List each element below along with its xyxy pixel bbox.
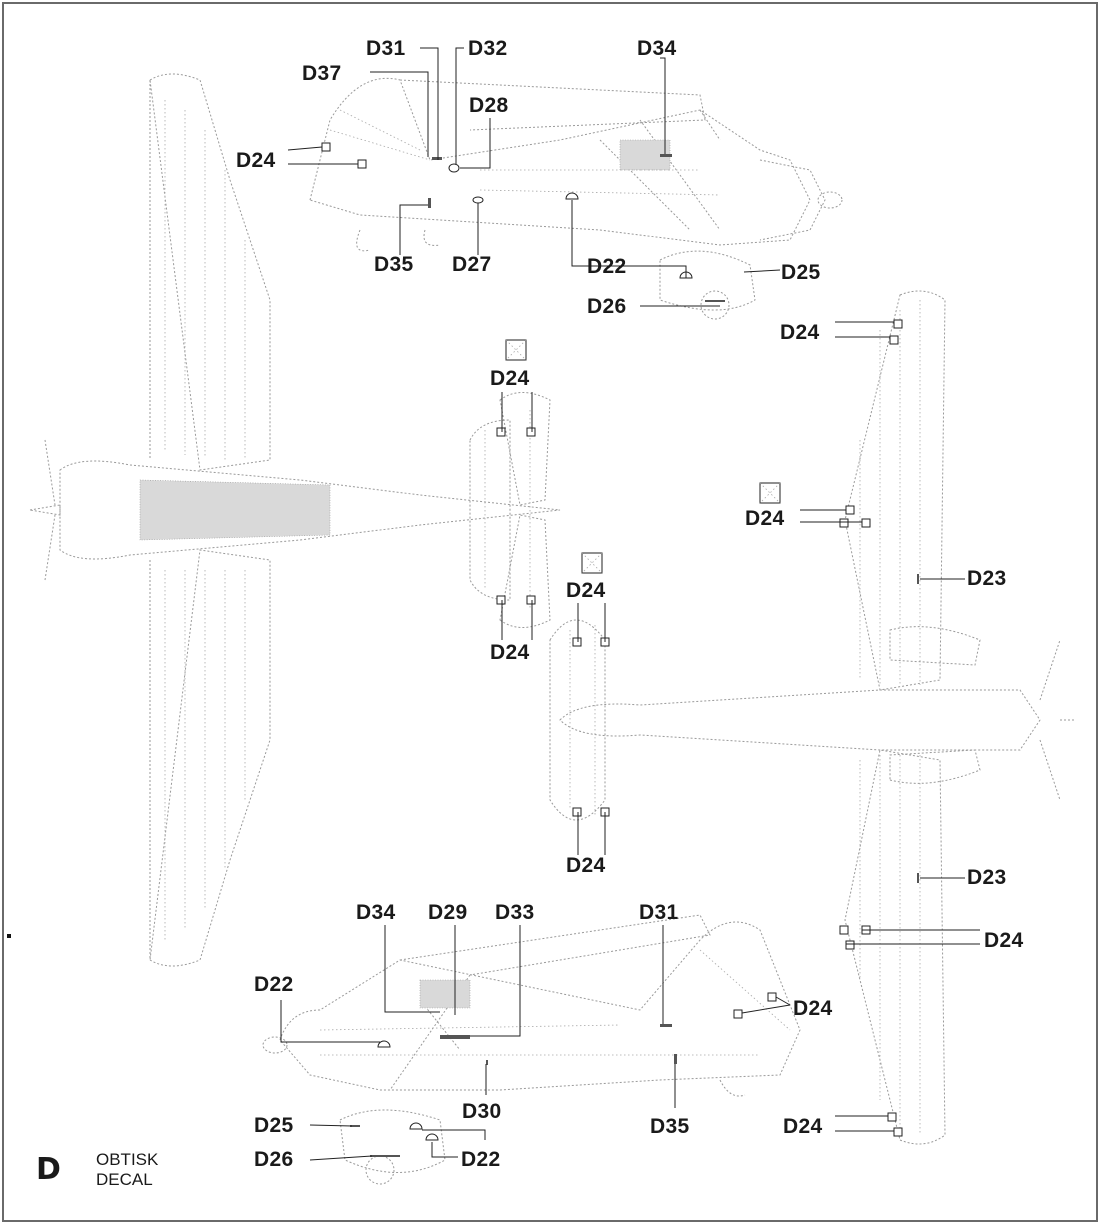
label-d23-upper: D23 [967,567,1007,590]
leader-lines [280,47,980,1161]
label-d22-bottom: D22 [254,973,294,996]
label-d24-stab-top: D24 [490,367,530,390]
legend-letter: D [36,1152,61,1187]
label-d32: D32 [468,37,508,60]
label-d24-tail-lower: D24 [566,854,606,877]
legend-obtisk: OBTISK [96,1150,159,1169]
label-d26-top: D26 [587,295,627,318]
label-d24-wing-lower: D24 [984,929,1024,952]
label-d33: D33 [495,901,535,924]
label-d22-top: D22 [587,255,627,278]
label-d31-bottom: D31 [639,901,679,924]
label-d23-lower: D23 [967,866,1007,889]
label-d35-top: D35 [374,253,414,276]
label-d26-bottom: D26 [254,1148,294,1171]
label-d24-tail-bottom: D24 [793,997,833,1020]
label-d24-tail-top: D24 [236,149,276,172]
label-d24-wing-tip: D24 [783,1115,823,1138]
label-d34-bottom: D34 [356,901,396,924]
label-d35-bottom: D35 [650,1115,690,1138]
margin-dot [7,934,11,938]
label-d28: D28 [469,94,509,117]
label-d29: D29 [428,901,468,924]
label-d24-stab-bottom: D24 [490,641,530,664]
label-d34-top: D34 [637,37,677,60]
plan-view-right [549,290,1075,1145]
legend-decal: DECAL [96,1170,153,1189]
label-d37: D37 [302,62,342,85]
label-d24-tail-upper: D24 [566,579,606,602]
label-d30: D30 [462,1100,502,1123]
label-d31-top: D31 [366,37,406,60]
label-d22-low: D22 [461,1148,501,1171]
side-profile-bottom [262,914,801,1185]
label-d24-wing-top: D24 [780,321,820,344]
side-profile-top [309,77,843,320]
label-d24-wing-mid: D24 [745,507,785,530]
plan-view-left [29,73,561,967]
label-d27: D27 [452,253,492,276]
label-d25-top: D25 [781,261,821,284]
label-d25-bottom: D25 [254,1114,294,1137]
